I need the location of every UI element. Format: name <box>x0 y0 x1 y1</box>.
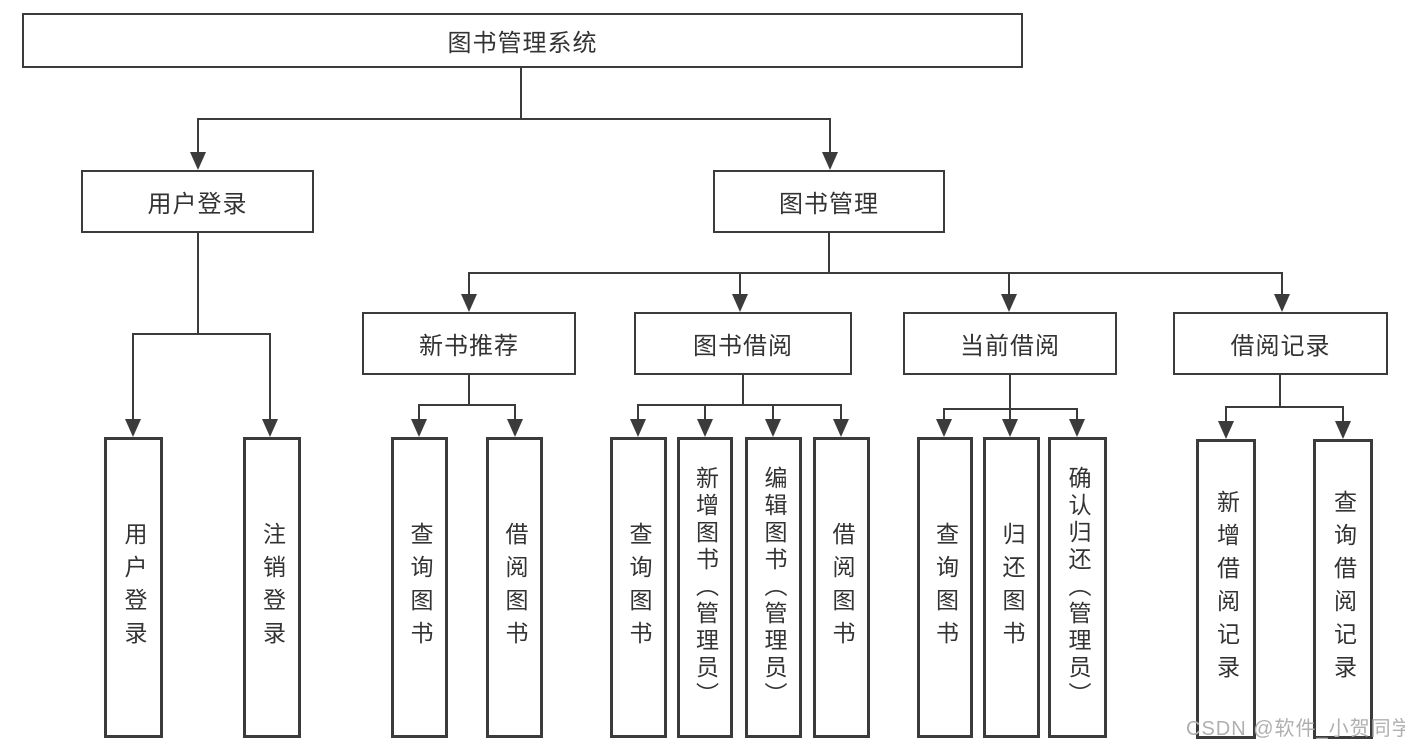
leaf-bb-edit-books-admin: 编辑图书（管理员） <box>745 437 802 738</box>
edge-to-bb-add-stem <box>704 404 706 421</box>
leaf-br-add-record: 新增借阅记录 <box>1196 439 1256 739</box>
edge-book-mgmt-split <box>469 272 1283 274</box>
arrowhead-nb-query <box>411 419 427 437</box>
leaf-cb-query-books: 查询图书 <box>917 437 973 738</box>
arrowhead-new-book <box>461 294 477 312</box>
leaf-nb-borrow-books: 借阅图书 <box>486 437 543 738</box>
csdn-watermark: CSDN @软件_小贺同学 <box>1186 718 1405 740</box>
leaf-br-query-record: 查询借阅记录 <box>1313 439 1373 739</box>
node-book-borrow: 图书借阅 <box>634 312 852 375</box>
node-book-management: 图书管理 <box>713 170 945 233</box>
arrowhead-current-borrow <box>1001 294 1017 312</box>
arrowhead-cb-confirm <box>1069 419 1085 437</box>
edge-to-cb-confirm-stem <box>1076 408 1078 421</box>
edge-root-stem <box>520 68 522 118</box>
edge-to-current-borrow-stem <box>1008 272 1010 296</box>
arrowhead-leaf-logout <box>262 419 278 437</box>
edge-borrow-records-stem2 <box>1279 375 1281 406</box>
edge-to-bb-edit-stem <box>772 404 774 421</box>
arrowhead-bb-query <box>630 419 646 437</box>
edge-to-user-login-stem <box>197 118 199 154</box>
edge-to-leaf-logout-stem <box>269 333 271 419</box>
leaf-cb-return-books: 归还图书 <box>983 437 1040 738</box>
edge-to-leaf-user-login-stem <box>132 333 134 419</box>
leaf-logout: 注销登录 <box>243 437 301 738</box>
edge-to-br-add-stem <box>1225 406 1227 421</box>
node-user-login: 用户登录 <box>81 170 314 233</box>
edge-to-cb-return-stem <box>1009 408 1011 421</box>
edge-to-br-query-stem <box>1342 406 1344 421</box>
arrowhead-br-query <box>1335 421 1351 439</box>
leaf-user-login: 用户登录 <box>104 437 163 738</box>
leaf-bb-query-books: 查询图书 <box>610 437 667 738</box>
node-root-system: 图书管理系统 <box>22 13 1023 68</box>
node-current-borrow: 当前借阅 <box>903 312 1117 375</box>
leaf-bb-borrow-books: 借阅图书 <box>813 437 870 738</box>
arrowhead-book-mgmt <box>822 152 838 170</box>
arrowhead-br-add <box>1218 421 1234 439</box>
edge-to-bb-borrow-stem <box>840 404 842 421</box>
edge-current-borrow-stem2 <box>1009 375 1011 408</box>
edge-to-borrow-records-stem <box>1281 272 1283 296</box>
arrowhead-user-login <box>190 152 206 170</box>
edge-book-mgmt-stem <box>828 233 830 272</box>
edge-borrow-records-split <box>1225 406 1343 408</box>
arrowhead-cb-query <box>936 419 952 437</box>
edge-to-book-mgmt-stem <box>829 118 831 154</box>
edge-to-cb-query-stem <box>943 408 945 421</box>
edge-to-book-borrow-stem <box>739 272 741 296</box>
node-new-book-recommend: 新书推荐 <box>362 312 576 375</box>
edge-new-book-stem <box>468 375 470 404</box>
edge-to-new-book-stem <box>468 272 470 296</box>
edge-book-borrow-stem2 <box>742 375 744 404</box>
arrowhead-leaf-user-login <box>125 419 141 437</box>
arrowhead-borrow-records <box>1274 294 1290 312</box>
edge-user-login-split <box>133 333 271 335</box>
edge-user-login-stem <box>197 233 199 333</box>
leaf-nb-query-books: 查询图书 <box>391 437 448 738</box>
edge-book-borrow-split <box>638 404 841 406</box>
arrowhead-bb-borrow <box>833 419 849 437</box>
arrowhead-book-borrow <box>732 294 748 312</box>
edge-new-book-split <box>419 404 515 406</box>
edge-to-nb-query-stem <box>418 404 420 421</box>
edge-to-bb-query-stem <box>637 404 639 421</box>
arrowhead-bb-edit <box>765 419 781 437</box>
node-borrow-records: 借阅记录 <box>1173 312 1388 375</box>
edge-root-split <box>198 118 831 120</box>
leaf-cb-confirm-return-admin: 确认归还（管理员） <box>1048 437 1107 738</box>
arrowhead-nb-borrow <box>507 419 523 437</box>
edge-to-nb-borrow-stem <box>514 404 516 421</box>
leaf-bb-add-books-admin: 新增图书（管理员） <box>677 437 733 738</box>
arrowhead-cb-return <box>1002 419 1018 437</box>
arrowhead-bb-add <box>697 419 713 437</box>
